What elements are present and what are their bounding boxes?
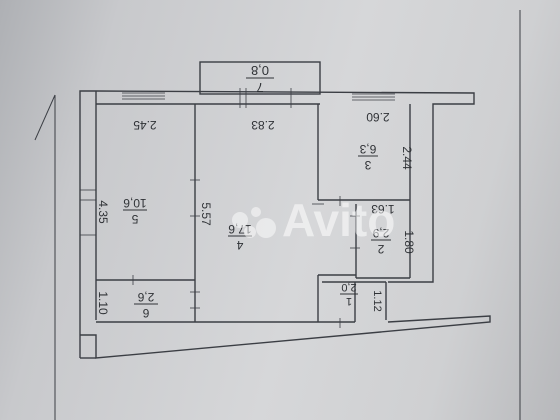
room-4-length: 5.57	[199, 202, 213, 226]
outer-wall-bottom	[80, 315, 491, 359]
room-2-area: 2,9	[372, 226, 389, 240]
room-1-area: 2,0	[341, 281, 356, 293]
room-6-number: 6	[142, 306, 149, 320]
outer-wall-top	[95, 90, 475, 283]
room-6-length: 1.10	[96, 291, 110, 315]
room-3-width: 2.60	[366, 110, 390, 124]
room-3-area: 6,3	[359, 142, 376, 156]
window-top-left	[122, 92, 165, 100]
outer-wall-left	[79, 90, 96, 335]
balcony-outline	[199, 61, 321, 95]
room-5-area: 10,6	[123, 196, 147, 210]
room-3-length: 2.44	[400, 146, 414, 170]
room-1-width: 1.12	[371, 290, 383, 311]
room-5-number: 5	[131, 212, 138, 226]
room-1-number: 1	[346, 295, 352, 307]
room-5-width: 2.45	[133, 118, 157, 132]
balcony-number: 7	[256, 80, 263, 95]
room-4-width: 2.83	[251, 118, 275, 132]
avito-watermark	[232, 207, 276, 238]
watermark-text: Avito	[282, 194, 395, 246]
balcony-area: 0,8	[251, 63, 269, 78]
door-marks	[132, 88, 360, 328]
room-3-number: 3	[364, 158, 371, 172]
window-top-right	[352, 93, 395, 101]
room-5-length: 4.35	[96, 200, 110, 224]
room-2-length: 1.80	[402, 230, 416, 254]
room-2-width: 1.63	[371, 202, 395, 216]
room-2-number: 2	[377, 242, 384, 256]
room-6-area: 2,6	[137, 290, 154, 304]
sheet-border-diagonal	[34, 94, 56, 141]
room-4-number: 4	[236, 238, 243, 252]
